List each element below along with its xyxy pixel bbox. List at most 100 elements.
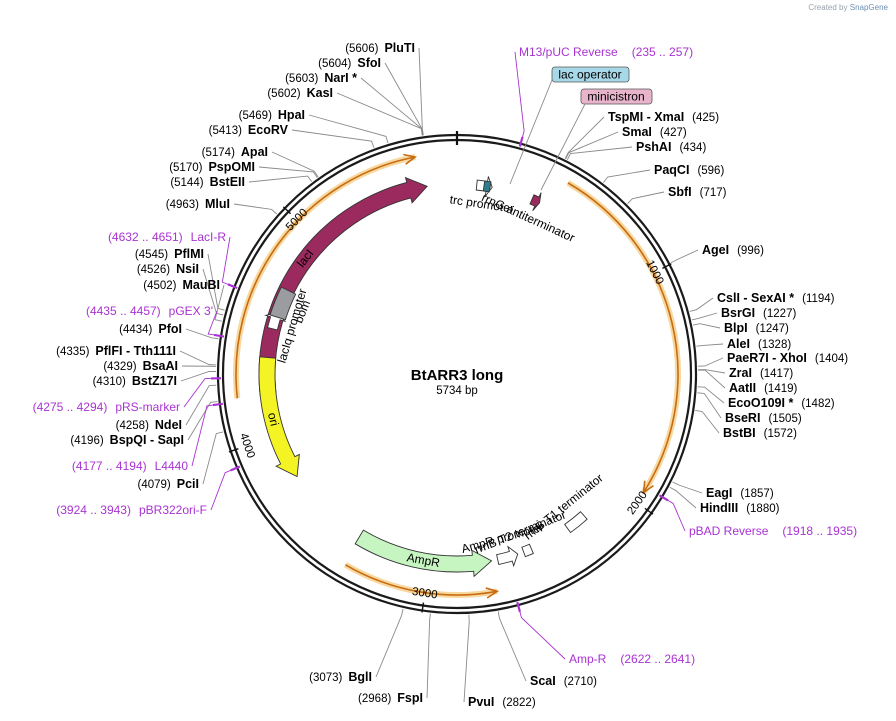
enzyme-nsii: (4526)NsiI xyxy=(137,262,199,276)
leader-alei xyxy=(696,343,724,347)
enzyme-zrai: ZraI (1417) xyxy=(729,366,793,380)
enzyme-name: ScaI xyxy=(530,674,556,688)
enzyme-pos: (4329) xyxy=(103,361,136,373)
enzyme-smai: SmaI(427) xyxy=(622,125,687,139)
primer-range: (1918 .. 1935) xyxy=(782,524,857,538)
leader-laci-r xyxy=(221,236,233,287)
primer-range: (3924 .. 3943) xyxy=(56,503,131,517)
leader-l4440 xyxy=(191,403,218,467)
enzyme-name: EcoRV xyxy=(248,123,289,137)
primer-name: Amp-R xyxy=(569,652,607,666)
primer-pbad-reverse: pBAD Reverse(1918 .. 1935) xyxy=(689,524,857,538)
enzyme-pluti: (5606)PluTI xyxy=(345,41,415,55)
enzyme-name: NdeI xyxy=(155,418,182,432)
enzyme-pos: (1482) xyxy=(801,398,834,410)
primer-mark-l4440 xyxy=(212,402,224,407)
leader-pvui xyxy=(463,614,470,703)
enzyme-bstz17i: (4310)BstZ17I xyxy=(93,374,177,388)
leader-bseri xyxy=(697,392,722,419)
leader-kasi xyxy=(336,92,423,136)
orf-arc-3 xyxy=(343,562,500,599)
enzyme-name: PspOMI xyxy=(208,160,255,174)
enzyme-pos: (5603) xyxy=(285,73,318,85)
tick-4000 xyxy=(228,448,239,453)
leader-fspi xyxy=(426,613,431,699)
credit-prefix: Created by xyxy=(808,3,848,12)
enzyme-pos: (5604) xyxy=(318,58,351,70)
leader-bstz17i xyxy=(180,370,217,382)
enzyme-name: ApaI xyxy=(241,145,268,159)
enzyme-paer7i-xhoi: PaeR7I - XhoI(1404) xyxy=(727,351,848,365)
leader-mlui xyxy=(233,203,278,215)
orf-arc-2 xyxy=(566,180,681,495)
enzyme-name: PflMI xyxy=(174,247,204,261)
enzyme-pos: (4258) xyxy=(116,420,149,432)
primer-mark-laci-r xyxy=(227,283,238,289)
enzyme-pos: (1328) xyxy=(758,339,791,351)
enzyme-name: EagI xyxy=(706,486,732,500)
orf-arc-glow xyxy=(566,180,681,495)
enzyme-name: PciI xyxy=(177,477,199,491)
leader-maubi xyxy=(214,284,225,322)
enzyme-name: ZraI xyxy=(729,366,752,380)
enzyme-pos: (434) xyxy=(679,142,706,154)
enzyme-name: HpaI xyxy=(278,108,305,122)
leader-eagi xyxy=(672,481,703,494)
primer-name: L4440 xyxy=(155,459,189,473)
tick-1000 xyxy=(662,263,672,269)
enzyme-fspi: (2968)FspI xyxy=(358,691,423,705)
enzyme-name: PshAI xyxy=(636,140,671,154)
primer-mark-m13-puc-reverse xyxy=(518,136,524,147)
orf-arc-head xyxy=(403,153,417,165)
enzyme-pos: (5469) xyxy=(239,110,272,122)
leader-ndei xyxy=(185,384,217,426)
feature-shape-ori xyxy=(258,356,300,478)
enzyme-alei: AleI (1328) xyxy=(727,337,791,351)
primer-name: pGEX 3' xyxy=(169,304,213,318)
enzyme-pshai: PshAI (434) xyxy=(636,140,706,154)
enzyme-name: AleI xyxy=(727,337,750,351)
leader-apai xyxy=(271,151,319,178)
minicistron-label: minicistron xyxy=(587,90,644,104)
leader-pbr322ori-f xyxy=(210,468,236,511)
enzyme-aatii: AatII(1419) xyxy=(729,381,798,395)
orf-arc-line xyxy=(235,156,416,399)
enzyme-pos: (4434) xyxy=(119,324,152,336)
tick-label-4000: 4000 xyxy=(237,432,257,460)
enzyme-hpai: (5469) HpaI xyxy=(239,108,305,122)
minicistron-box xyxy=(580,88,653,105)
enzyme-name: BstZ17I xyxy=(132,374,177,388)
enzyme-name: BsaAI xyxy=(143,359,178,373)
feature-rrng-antiterminator: rrnG antiterminator xyxy=(479,190,576,244)
enzyme-pos: (2822) xyxy=(502,697,535,709)
leader-pcii xyxy=(202,431,224,485)
enzyme-pos: (1417) xyxy=(760,368,793,380)
enzyme-name: SmaI xyxy=(622,125,652,139)
enzyme-hindiii: HindIII(1880) xyxy=(700,501,780,515)
enzyme-name: BlpI xyxy=(724,321,748,335)
feature-shape-lac-operator xyxy=(482,180,492,193)
primer-mark-pbad-reverse xyxy=(658,494,669,502)
orf-arcs xyxy=(233,153,681,599)
leader-ecoo109i xyxy=(697,386,725,404)
enzyme-blpi: BlpI(1247) xyxy=(724,321,789,335)
enzyme-pcii: (4079)PciI xyxy=(138,477,200,491)
leader-paqci xyxy=(603,169,651,183)
enzyme-name: BseRI xyxy=(725,411,760,425)
leader-hindiii xyxy=(669,486,697,509)
plasmid-name: BtARR3 long xyxy=(411,367,504,384)
primer-range: (4275 .. 4294) xyxy=(33,400,108,414)
feature-label-ori: ori xyxy=(265,411,282,427)
enzyme-ecorv: (5413)EcoRV xyxy=(209,123,289,137)
feature-shape-rrng-antiterminator xyxy=(529,192,542,211)
enzyme-ecoo109i: EcoO109I *(1482) xyxy=(728,396,835,410)
enzyme-name: AatII xyxy=(729,381,756,395)
primer-range: (2622 .. 2641) xyxy=(620,652,695,666)
minicistron-callout: minicistron xyxy=(540,88,653,191)
primer-name: M13/pUC Reverse xyxy=(519,45,618,59)
primer-name: LacI-R xyxy=(191,230,227,244)
enzyme-pos: (5144) xyxy=(170,177,203,189)
enzyme-pos: (5606) xyxy=(345,43,378,55)
enzyme-apai: (5174)ApaI xyxy=(202,145,268,159)
enzyme-name: CslI - SexAI * xyxy=(717,291,794,305)
